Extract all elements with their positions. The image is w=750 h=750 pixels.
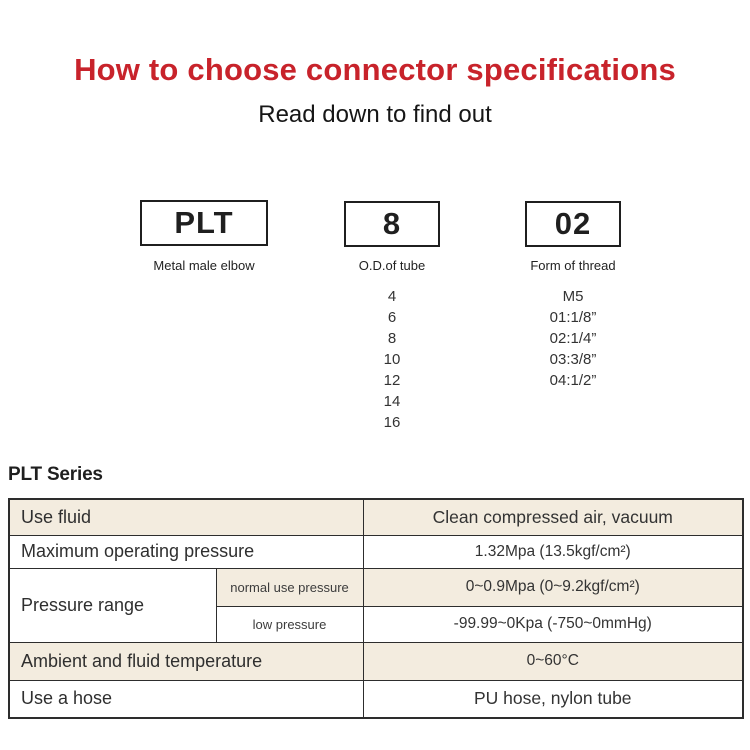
normal-pressure-label: normal use pressure [215, 567, 364, 607]
page-title: How to choose connector specifications [74, 52, 676, 87]
normal-pressure-value: 0~0.9Mpa (0~9.2kgf/cm²) [362, 567, 744, 607]
ambient-temp-label: Ambient and fluid temperature [8, 641, 364, 681]
thread-form-option: 03:3/8” [549, 351, 597, 368]
thread-code-box: 02 [525, 201, 621, 247]
low-pressure-value: -99.99~0Kpa (-750~0mmHg) [362, 605, 744, 643]
table-row-ambient-temp: Ambient and fluid temperature 0~60°C [8, 641, 744, 681]
table-row-hose: Use a hose PU hose, nylon tube [8, 679, 744, 719]
thread-form-option: M5 [562, 288, 584, 305]
table-row-use-fluid: Use fluid Clean compressed air, vacuum [8, 498, 744, 536]
table-row-max-pressure: Maximum operating pressure 1.32Mpa (13.5… [8, 534, 744, 569]
model-code-label: Metal male elbow [153, 258, 255, 273]
hose-value: PU hose, nylon tube [362, 679, 744, 719]
tube-size-code-box: 8 [344, 201, 440, 247]
series-heading: PLT Series [8, 464, 103, 485]
thread-code: 02 [554, 206, 592, 241]
ambient-temp-value: 0~60°C [362, 641, 744, 681]
tube-size-option: 6 [387, 309, 397, 326]
tube-size-option: 12 [383, 372, 401, 389]
tube-size-option: 16 [383, 414, 401, 431]
low-pressure-label: low pressure [215, 605, 364, 643]
thread-form-option: 01:1/8” [549, 309, 597, 326]
hose-label: Use a hose [8, 679, 364, 719]
table-row-pressure-low: low pressure -99.99~0Kpa (-750~0mmHg) [9, 605, 744, 643]
tube-size-option: 8 [387, 330, 397, 347]
table-row-pressure-normal: Pressure range normal use pressure 0~0.9… [8, 567, 744, 643]
tube-size-code: 8 [382, 206, 402, 241]
thread-form-option: 04:1/2” [549, 372, 597, 389]
page-subtitle: Read down to find out [258, 101, 492, 128]
max-pressure-label: Maximum operating pressure [8, 534, 364, 569]
tube-size-option: 14 [383, 393, 401, 410]
tube-size-option: 4 [387, 288, 397, 305]
tube-size-options: 4 6 8 10 12 14 16 [342, 286, 442, 433]
thread-form-option: 02:1/4” [549, 330, 597, 347]
model-code: PLT [174, 205, 234, 240]
thread-form-label: Form of thread [530, 258, 616, 273]
use-fluid-value: Clean compressed air, vacuum [362, 498, 744, 536]
model-code-box: PLT [140, 200, 268, 246]
use-fluid-label: Use fluid [8, 498, 364, 536]
tube-size-option: 10 [383, 351, 401, 368]
tube-size-label: O.D.of tube [358, 258, 426, 273]
thread-form-options: M5 01:1/8” 02:1/4” 03:3/8” 04:1/2” [493, 286, 653, 391]
spec-table: Use fluid Clean compressed air, vacuum M… [8, 498, 744, 719]
max-pressure-value: 1.32Mpa (13.5kgf/cm²) [362, 534, 744, 569]
pressure-range-label: Pressure range [8, 567, 217, 643]
